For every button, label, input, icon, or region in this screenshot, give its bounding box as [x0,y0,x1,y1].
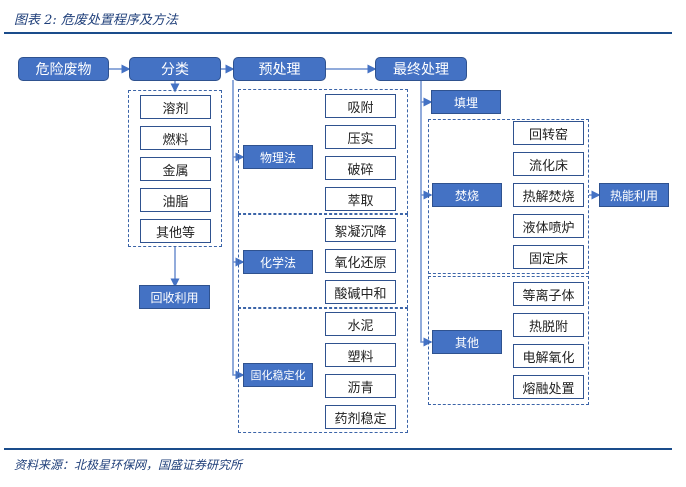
bottom-rule [4,448,672,450]
chemical-method-node: 化学法 [243,250,313,274]
incineration-group [428,119,589,274]
figure-title: 图表 2: 危废处置程序及方法 [14,13,178,28]
solidification-item: 塑料 [325,343,396,367]
other-method-item: 电解氧化 [513,344,584,368]
solidification-node: 固化稳定化 [243,363,313,387]
classification-group [128,90,222,247]
other-method-node: 其他 [432,330,502,354]
solidification-item: 沥青 [325,374,396,398]
incineration-item: 回转窑 [513,121,584,145]
physical-item: 萃取 [325,187,396,211]
incineration-item: 固定床 [513,245,584,269]
physical-method-node: 物理法 [243,145,313,169]
other-method-group [428,276,589,405]
top-rule [4,32,672,34]
classification-node: 分类 [129,57,221,81]
other-method-item: 熔融处置 [513,375,584,399]
solidification-item: 水泥 [325,312,396,336]
physical-item: 压实 [325,125,396,149]
incineration-item: 液体喷炉 [513,214,584,238]
final-disposal-node: 最终处理 [375,57,467,81]
classification-item: 燃料 [140,126,211,150]
heat-recovery-node: 热能利用 [599,183,669,207]
solidification-group [238,308,408,433]
solidification-item: 药剂稳定 [325,405,396,429]
hazardous-waste-node: 危险废物 [18,57,109,81]
chemical-item: 酸碱中和 [325,280,396,304]
chemical-method-group [238,214,408,308]
chemical-item: 氧化还原 [325,249,396,273]
physical-item: 破碎 [325,156,396,180]
classification-item: 油脂 [140,188,211,212]
other-method-item: 热脱附 [513,313,584,337]
pretreatment-node: 预处理 [233,57,326,81]
recycle-node: 回收利用 [139,285,210,309]
chemical-item: 絮凝沉降 [325,218,396,242]
other-method-item: 等离子体 [513,282,584,306]
physical-method-group [238,89,408,214]
physical-item: 吸附 [325,94,396,118]
classification-item: 其他等 [140,219,211,243]
classification-item: 金属 [140,157,211,181]
source-note: 资料来源：北极星环保网，国盛证券研究所 [14,458,243,472]
incineration-node: 焚烧 [432,183,502,207]
landfill-node: 填埋 [431,90,501,114]
incineration-item: 流化床 [513,152,584,176]
incineration-item: 热解焚烧 [513,183,584,207]
classification-item: 溶剂 [140,95,211,119]
